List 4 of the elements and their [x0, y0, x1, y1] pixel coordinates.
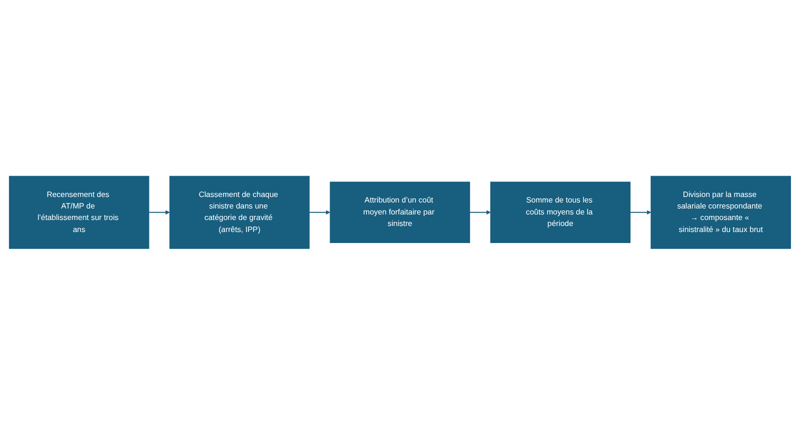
arrow — [470, 210, 491, 214]
arrow — [309, 210, 330, 214]
arrow — [149, 210, 170, 214]
arrow — [630, 210, 652, 214]
